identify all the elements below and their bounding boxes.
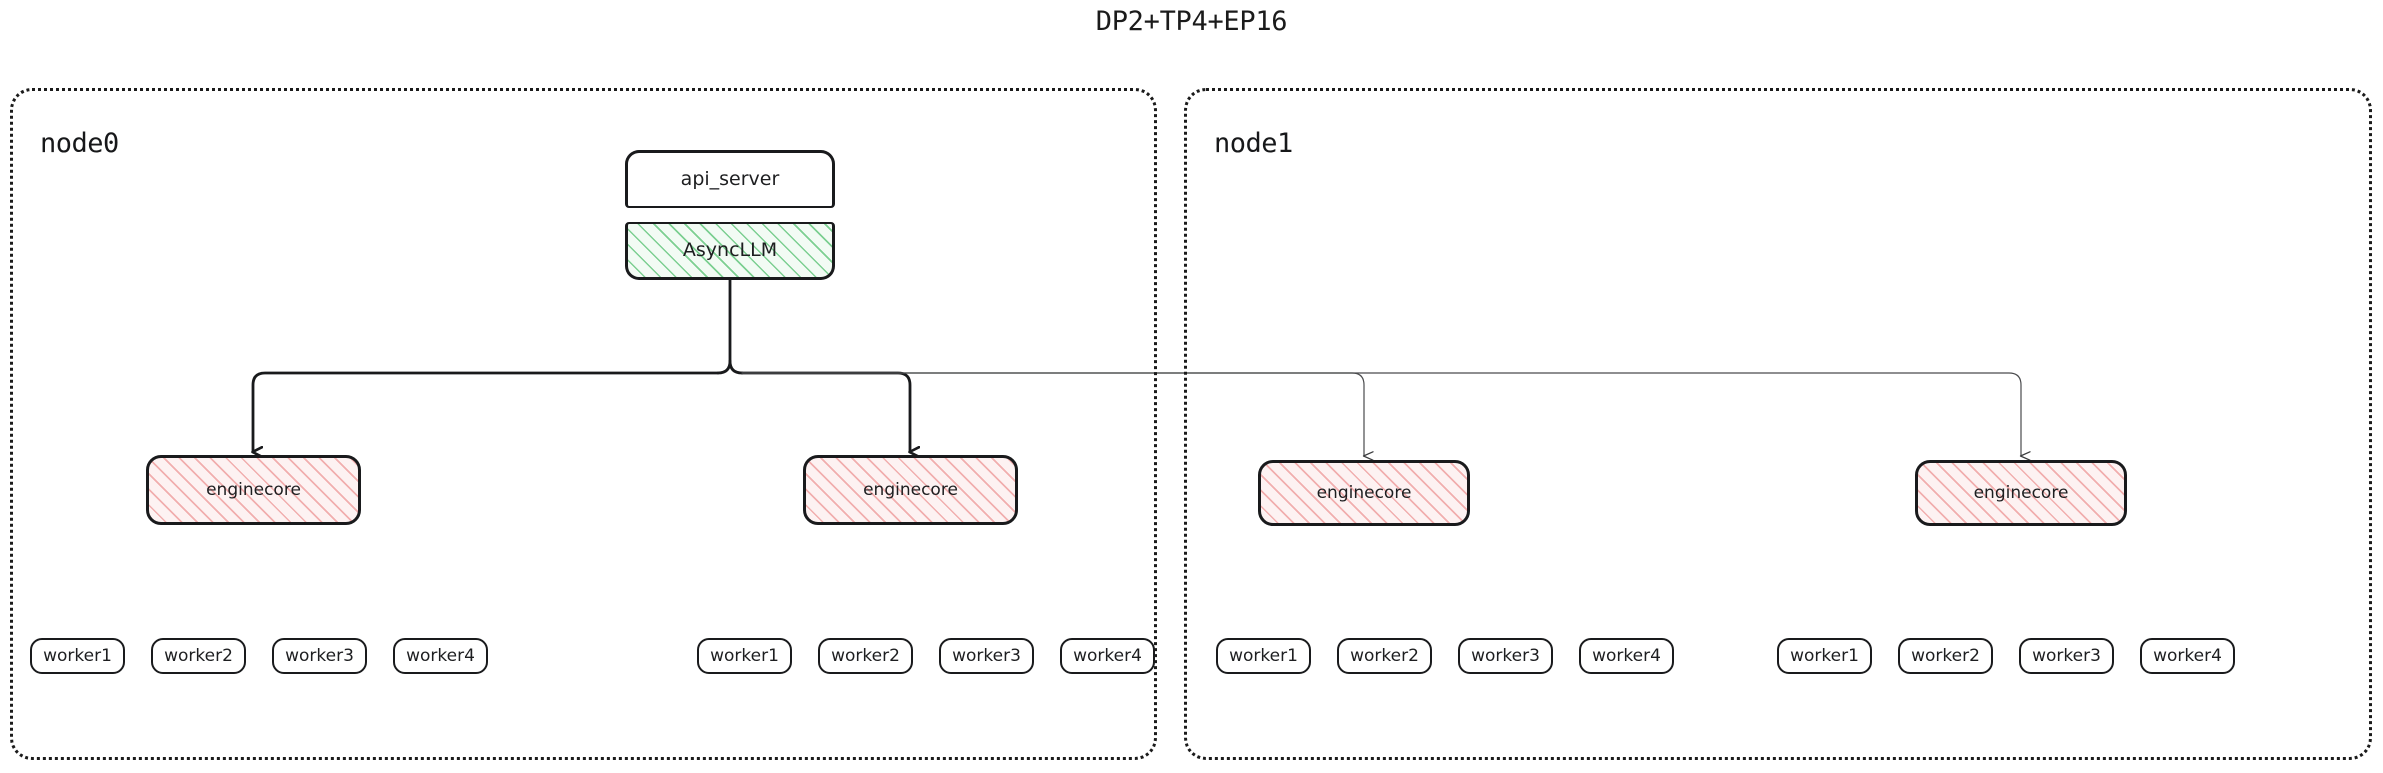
worker-box[interactable]: worker1: [1216, 638, 1311, 674]
worker-box-label: worker4: [1073, 645, 1142, 666]
worker-box[interactable]: worker2: [1898, 638, 1993, 674]
enginecore-box[interactable]: enginecore: [1258, 460, 1470, 526]
worker-box[interactable]: worker4: [1579, 638, 1674, 674]
worker-box[interactable]: worker4: [393, 638, 488, 674]
worker-box-label: worker1: [1229, 645, 1298, 666]
worker-box[interactable]: worker3: [939, 638, 1034, 674]
enginecore-box-label: enginecore: [1316, 482, 1412, 503]
worker-box[interactable]: worker2: [1337, 638, 1432, 674]
worker-box-label: worker3: [2032, 645, 2101, 666]
enginecore-box[interactable]: enginecore: [803, 455, 1018, 525]
node-label-node0: node0: [40, 128, 119, 159]
worker-box[interactable]: worker4: [1060, 638, 1155, 674]
enginecore-box-label: enginecore: [1973, 482, 2069, 503]
worker-box-label: worker2: [1911, 645, 1980, 666]
worker-box-label: worker3: [952, 645, 1021, 666]
async-llm-box-label: AsyncLLM: [682, 239, 778, 261]
api-server-box-label: api_server: [680, 168, 780, 190]
worker-box[interactable]: worker2: [818, 638, 913, 674]
node-container-node0: [10, 88, 1157, 760]
node-container-node1: [1184, 88, 2372, 760]
worker-box-label: worker3: [1471, 645, 1540, 666]
worker-box-label: worker4: [406, 645, 475, 666]
worker-box-label: worker1: [43, 645, 112, 666]
worker-box[interactable]: worker4: [2140, 638, 2235, 674]
page-title: DP2+TP4+EP16: [1095, 6, 1288, 37]
worker-box[interactable]: worker3: [1458, 638, 1553, 674]
worker-box-label: worker2: [831, 645, 900, 666]
worker-box-label: worker4: [1592, 645, 1661, 666]
enginecore-box-label: enginecore: [863, 479, 958, 500]
worker-box-label: worker1: [1790, 645, 1859, 666]
worker-box[interactable]: worker3: [272, 638, 367, 674]
worker-box-label: worker2: [1350, 645, 1419, 666]
worker-box-label: worker1: [710, 645, 779, 666]
worker-box-label: worker3: [285, 645, 354, 666]
worker-box[interactable]: worker1: [30, 638, 125, 674]
worker-box[interactable]: worker3: [2019, 638, 2114, 674]
worker-box-label: worker2: [164, 645, 233, 666]
async-llm-box[interactable]: AsyncLLM: [625, 222, 835, 280]
worker-box[interactable]: worker1: [1777, 638, 1872, 674]
worker-box-label: worker4: [2153, 645, 2222, 666]
enginecore-box-label: enginecore: [206, 479, 301, 500]
api-server-box[interactable]: api_server: [625, 150, 835, 208]
enginecore-box[interactable]: enginecore: [1915, 460, 2127, 526]
enginecore-box[interactable]: enginecore: [146, 455, 361, 525]
worker-box[interactable]: worker2: [151, 638, 246, 674]
worker-box[interactable]: worker1: [697, 638, 792, 674]
node-label-node1: node1: [1214, 128, 1293, 159]
